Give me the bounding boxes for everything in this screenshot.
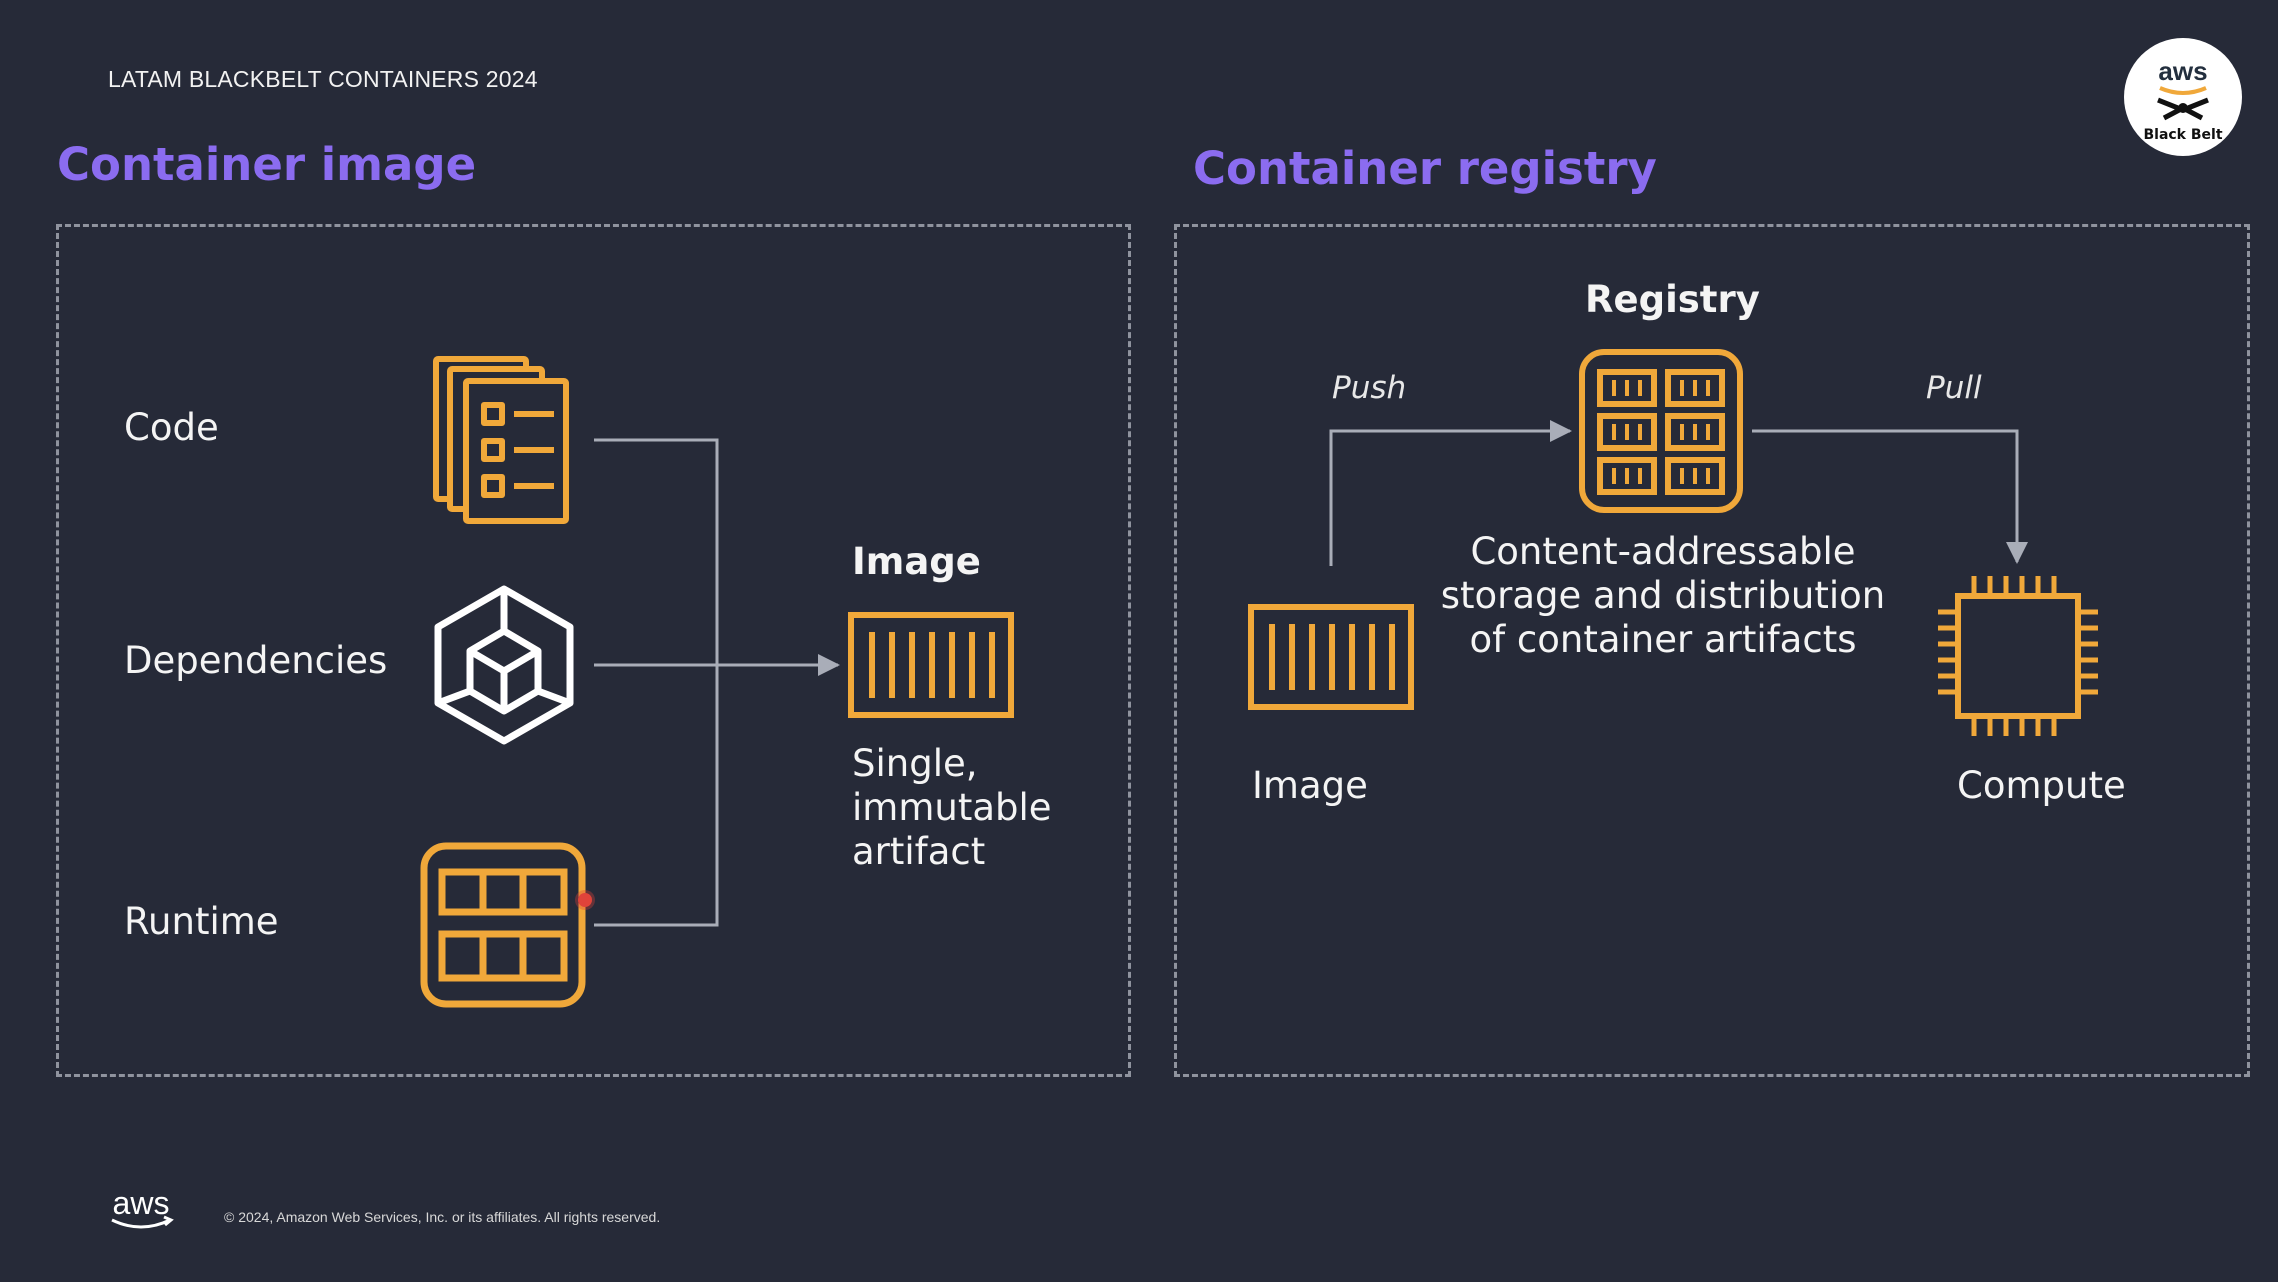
image-output-line-1: Single, [852, 742, 978, 785]
container-image-panel [56, 224, 1131, 1077]
presentation-eyebrow: LATAM BLACKBELT CONTAINERS 2024 [108, 66, 538, 92]
dependencies-label: Dependencies [124, 639, 388, 682]
aws-black-belt-badge: aws Black Belt [2124, 38, 2242, 156]
code-label: Code [124, 406, 219, 449]
container-image-title: Container image [57, 138, 477, 191]
registry-description-line-2: storage and distribution [1440, 574, 1886, 617]
aws-logo-icon: aws [111, 1185, 174, 1229]
cursor-pointer-dot [578, 893, 592, 907]
registry-icon [1579, 349, 1743, 513]
container-icon [848, 612, 1014, 718]
grid-frame-icon [420, 842, 586, 1008]
image-output-title: Image [852, 540, 981, 583]
pull-label: Pull [1926, 370, 1982, 406]
badge-top-text: aws [2158, 56, 2207, 86]
compute-label: Compute [1957, 764, 2126, 807]
aws-logo-text: aws [113, 1185, 170, 1221]
registry-title: Registry [1585, 278, 1760, 321]
registry-image-label: Image [1252, 764, 1368, 807]
runtime-label: Runtime [124, 900, 279, 943]
registry-image-container-icon [1248, 604, 1414, 710]
copyright-text: © 2024, Amazon Web Services, Inc. or its… [224, 1209, 661, 1225]
push-arrow [1329, 420, 1572, 566]
cube-icon [434, 585, 574, 745]
badge-bottom-text: Black Belt [2143, 127, 2222, 143]
pull-arrow [1752, 429, 2028, 564]
registry-description-line-1: Content-addressable [1470, 530, 1856, 573]
image-output-description: Single, immutable artifact [852, 742, 1052, 874]
registry-description-line-3: of container artifacts [1469, 618, 1857, 661]
code-connector [594, 438, 719, 927]
black-belt-logo-icon: aws Black Belt [2143, 56, 2222, 143]
container-registry-title: Container registry [1193, 142, 1657, 195]
container-registry-panel [1174, 224, 2250, 1077]
document-list-icon [433, 356, 569, 524]
chip-icon [1938, 576, 2098, 736]
push-label: Push [1332, 370, 1407, 406]
image-output-line-3: artifact [852, 830, 986, 873]
image-output-line-2: immutable [852, 786, 1052, 829]
registry-description: Content-addressable storage and distribu… [1420, 530, 1906, 662]
